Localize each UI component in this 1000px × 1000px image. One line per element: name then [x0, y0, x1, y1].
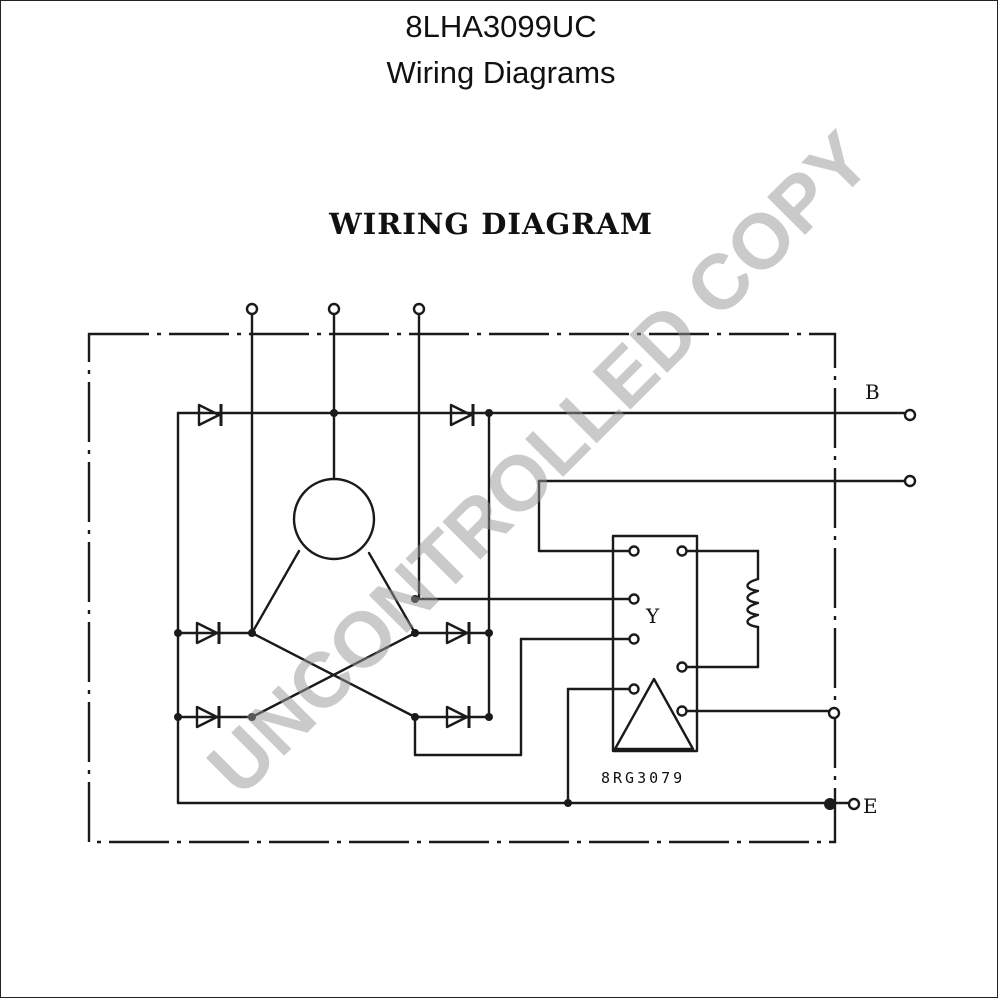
y-terminal-label: Y — [645, 604, 660, 628]
b-plus-bus — [176, 408, 917, 803]
page-subtitle: Wiring Diagrams — [386, 55, 616, 90]
regulator-part-number: 8RG3079 — [601, 769, 685, 787]
regulator-wiring — [413, 474, 917, 807]
e-terminal-label: E — [863, 794, 878, 818]
b-terminal-label: B — [865, 380, 880, 404]
stator-terminal-3 — [412, 302, 426, 316]
stator-winding — [250, 411, 631, 719]
housing-outline — [87, 332, 837, 844]
page-title: 8LHA3099UC — [405, 9, 597, 44]
stator-terminals — [245, 302, 426, 635]
b-terminal — [903, 408, 917, 422]
rectifier-diodes — [174, 403, 493, 729]
stator-terminal-1 — [245, 302, 259, 316]
diagram-heading: WIRING DIAGRAM — [329, 207, 653, 241]
e-terminal — [847, 797, 861, 811]
aux-terminal — [903, 474, 917, 488]
field-coil — [746, 577, 760, 629]
rotor-circle — [292, 477, 376, 561]
ground-bus — [176, 797, 861, 811]
voltage-regulator — [611, 534, 841, 753]
stator-terminal-2 — [327, 302, 341, 316]
l-terminal — [827, 706, 841, 720]
